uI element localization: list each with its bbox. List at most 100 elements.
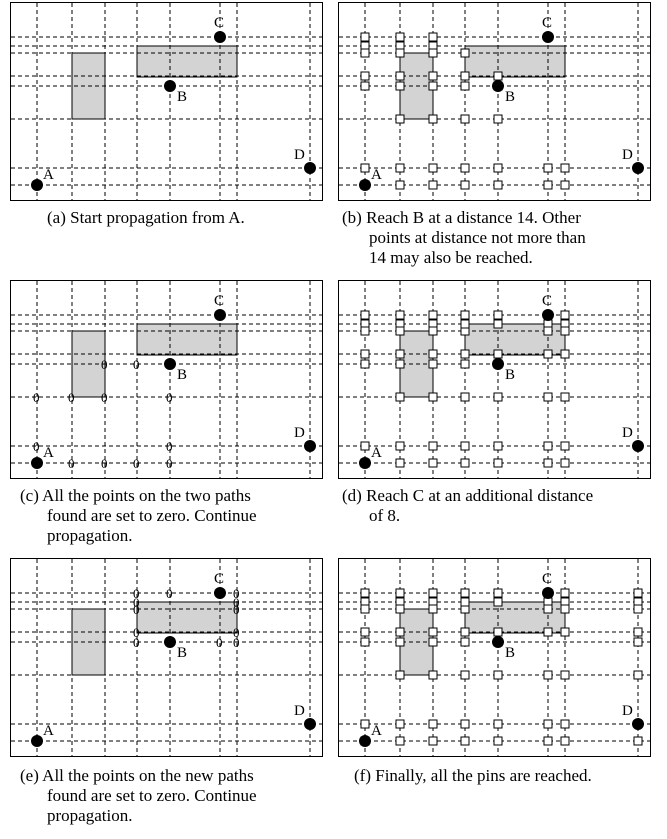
- search-point-box: [493, 627, 503, 637]
- pin-d: [304, 718, 316, 730]
- search-point-box: [493, 180, 503, 190]
- zero-mark: 0: [233, 625, 240, 640]
- search-point-box: [560, 392, 570, 402]
- pin-d: [304, 162, 316, 174]
- pin-b: [492, 80, 504, 92]
- caption-e: (e) All the points on the new paths foun…: [20, 766, 257, 826]
- caption-e-line-1: (e) All the points on the new paths: [20, 766, 254, 785]
- search-point-box: [633, 637, 643, 647]
- search-point-box: [395, 71, 405, 81]
- obstacle-2: [464, 45, 566, 78]
- panel-frame: [10, 558, 323, 757]
- caption-b-line-2: points at distance not more than: [369, 228, 586, 247]
- panel-frame: [10, 2, 323, 201]
- zero-mark: 0: [166, 456, 173, 471]
- zero-mark: 0: [133, 602, 140, 617]
- search-point-box: [428, 349, 438, 359]
- search-point-box: [428, 637, 438, 647]
- search-point-box: [460, 627, 470, 637]
- caption-c-line-1: (c) All the points on the two paths: [20, 486, 251, 505]
- search-point-box: [360, 637, 370, 647]
- caption-b-line-1: (b) Reach B at a distance 14. Other: [342, 208, 581, 227]
- search-point-box: [493, 719, 503, 729]
- search-point-box: [493, 441, 503, 451]
- pin-d: [632, 162, 644, 174]
- search-point-box: [543, 180, 553, 190]
- pin-label-a: A: [43, 723, 54, 739]
- pin-b: [164, 636, 176, 648]
- search-point-box: [360, 441, 370, 451]
- search-point-box: [460, 349, 470, 359]
- search-point-box: [360, 71, 370, 81]
- search-point-box: [543, 736, 553, 746]
- search-point-box: [560, 441, 570, 451]
- zero-mark: 0: [68, 390, 75, 405]
- search-point-box: [460, 458, 470, 468]
- search-point-box: [493, 392, 503, 402]
- search-point-box: [428, 441, 438, 451]
- pin-label-d: D: [294, 703, 305, 719]
- search-point-box: [428, 359, 438, 369]
- search-point-box: [395, 588, 405, 598]
- search-point-box: [395, 114, 405, 124]
- caption-e-line-3: propagation.: [47, 806, 133, 825]
- pin-a: [31, 735, 43, 747]
- search-point-box: [395, 359, 405, 369]
- pin-label-a: A: [371, 445, 382, 461]
- search-point-box: [428, 604, 438, 614]
- search-point-box: [360, 359, 370, 369]
- search-point-box: [395, 180, 405, 190]
- pin-label-b: B: [177, 367, 187, 383]
- pin-c: [542, 309, 554, 321]
- search-point-box: [428, 588, 438, 598]
- search-point-box: [633, 604, 643, 614]
- zero-mark: 0: [166, 439, 173, 454]
- search-point-box: [395, 349, 405, 359]
- search-point-box: [460, 310, 470, 320]
- pin-d: [304, 440, 316, 452]
- pin-label-c: C: [542, 293, 552, 309]
- caption-d: (d) Reach C at an additional distance of…: [342, 486, 593, 526]
- zero-mark: 0: [33, 439, 40, 454]
- search-point-box: [395, 627, 405, 637]
- pin-c: [214, 31, 226, 43]
- search-point-box: [360, 32, 370, 42]
- search-point-box: [460, 48, 470, 58]
- search-point-box: [395, 163, 405, 173]
- zero-mark: 0: [233, 602, 240, 617]
- caption-c-line-3: propagation.: [47, 526, 133, 545]
- search-point-box: [633, 627, 643, 637]
- zero-mark: 0: [133, 625, 140, 640]
- search-point-box: [428, 670, 438, 680]
- caption-f-line-1: (f) Finally, all the pins are reached.: [354, 766, 592, 785]
- pin-b: [164, 358, 176, 370]
- zero-mark: 0: [133, 357, 140, 372]
- caption-a: (a) Start propagation from A.: [47, 208, 245, 228]
- search-point-box: [395, 32, 405, 42]
- zero-mark: 0: [233, 586, 240, 601]
- search-point-box: [360, 349, 370, 359]
- search-point-box: [633, 670, 643, 680]
- pin-label-a: A: [43, 445, 54, 461]
- search-point-box: [543, 349, 553, 359]
- search-point-box: [428, 114, 438, 124]
- search-point-box: [460, 319, 470, 329]
- pin-label-c: C: [214, 571, 224, 587]
- search-point-box: [360, 81, 370, 91]
- search-point-box: [560, 310, 570, 320]
- pin-b: [492, 636, 504, 648]
- pin-a: [359, 735, 371, 747]
- zero-mark: 0: [101, 390, 108, 405]
- search-point-box: [428, 71, 438, 81]
- search-point-box: [493, 319, 503, 329]
- search-point-box: [395, 604, 405, 614]
- search-point-box: [428, 719, 438, 729]
- search-point-box: [460, 81, 470, 91]
- zero-mark: 0: [68, 456, 75, 471]
- caption-d-line-2: of 8.: [369, 506, 401, 525]
- search-point-box: [428, 458, 438, 468]
